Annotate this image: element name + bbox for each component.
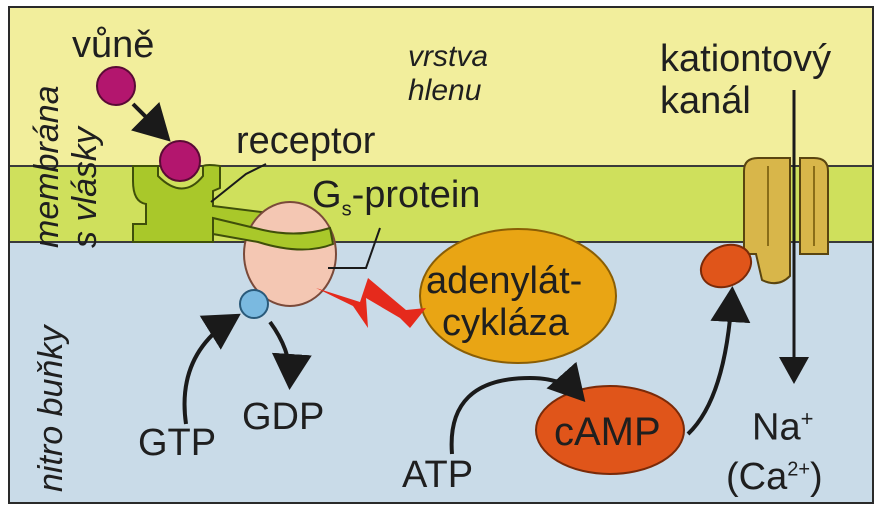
cation-channel-label-line1: kationtový bbox=[660, 40, 831, 78]
ca-open: (Ca bbox=[726, 456, 787, 498]
atp-label: ATP bbox=[402, 456, 473, 494]
mucus-label-line1: vrstva bbox=[408, 42, 488, 72]
adenylate-label-line2: cykláza bbox=[442, 304, 569, 342]
gs-protein-prefix: G bbox=[312, 174, 342, 216]
mucus-label-line2: hlenu bbox=[408, 76, 481, 106]
membrane-side-label-line2: s vlásky bbox=[68, 127, 102, 248]
cation-channel-label-line2: kanál bbox=[660, 82, 751, 120]
ca-close: ) bbox=[810, 456, 823, 498]
gs-protein-sub: s bbox=[342, 199, 352, 221]
ca-ion-label: (Ca2+) bbox=[726, 458, 823, 496]
odorant-label: vůně bbox=[72, 26, 154, 64]
odorant-molecule-free bbox=[97, 67, 135, 105]
gs-protein-suffix: -protein bbox=[352, 174, 481, 216]
cell-interior-side-label: nitro buňky bbox=[34, 326, 68, 492]
gtp-ball bbox=[240, 290, 268, 318]
gdp-label: GDP bbox=[242, 398, 324, 436]
adenylate-label-line1: adenylát- bbox=[426, 262, 582, 300]
na-base: Na bbox=[752, 407, 801, 449]
odorant-molecule-bound bbox=[160, 141, 200, 181]
gs-protein-label: Gs-protein bbox=[312, 176, 480, 220]
diagram-frame: vůně vrstva hlenu kationtový kanál recep… bbox=[8, 6, 874, 504]
receptor-label: receptor bbox=[236, 122, 375, 160]
camp-label: cAMP bbox=[554, 412, 661, 452]
na-sup: + bbox=[801, 406, 814, 431]
membrane-side-label-line1: membrána bbox=[30, 85, 64, 248]
gtp-label: GTP bbox=[138, 424, 216, 462]
ca-sup: 2+ bbox=[787, 458, 810, 480]
na-ion-label: Na+ bbox=[752, 408, 813, 447]
